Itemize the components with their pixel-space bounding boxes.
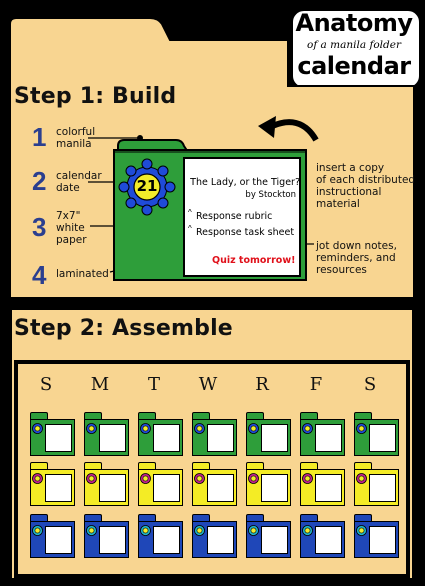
flower-icon — [140, 525, 151, 536]
mini-folder — [30, 462, 76, 506]
part-label-2: calendar date — [56, 170, 102, 194]
part-label-4: laminated — [56, 268, 109, 280]
day-header: M — [90, 374, 110, 395]
mini-folder — [192, 462, 238, 506]
flower-icon — [140, 473, 151, 484]
flower-icon — [248, 473, 259, 484]
mini-folder — [84, 514, 130, 558]
mini-folder — [246, 412, 292, 456]
title-line3: calendar — [297, 52, 411, 80]
part-number-1: 1 — [32, 122, 47, 152]
flower-icon — [302, 525, 313, 536]
flower-icon — [86, 423, 97, 434]
mini-folder — [84, 462, 130, 506]
flower-icon — [356, 423, 367, 434]
mini-folder — [354, 412, 400, 456]
part-number-2: 2 — [32, 166, 47, 196]
mini-folder — [192, 514, 238, 558]
flower-icon — [248, 423, 259, 434]
title-line1: Anatomy — [295, 9, 413, 37]
paper-item-2: Response task sheet — [196, 227, 295, 238]
mini-folder — [246, 462, 292, 506]
flower-icon — [140, 423, 151, 434]
flower-icon — [302, 473, 313, 484]
day-header: F — [309, 374, 323, 395]
flower-icon — [32, 473, 43, 484]
mini-folder — [192, 412, 238, 456]
flower-icon — [32, 423, 43, 434]
flower-icon — [356, 525, 367, 536]
flower-icon — [32, 525, 43, 536]
step2-heading: Step 2: Assemble — [14, 316, 233, 341]
mini-folder — [138, 412, 184, 456]
mini-folder — [246, 514, 292, 558]
paper-item-1: Response rubric — [196, 211, 273, 222]
flower-icon — [356, 473, 367, 484]
part-number-4: 4 — [32, 260, 47, 290]
mini-folder — [138, 462, 184, 506]
step1-heading: Step 1: Build — [14, 84, 177, 109]
day-header: R — [255, 374, 269, 395]
day-header: W — [198, 374, 218, 395]
annotation-insert: insert a copy of each distributed instru… — [316, 162, 416, 210]
mini-folder — [84, 412, 130, 456]
annotation-jot: jot down notes, reminders, and resources — [316, 240, 397, 276]
mini-folder — [300, 514, 346, 558]
day-header: S — [363, 374, 377, 395]
flower-icon — [194, 473, 205, 484]
quiz-note: Quiz tomorrow! — [212, 255, 296, 266]
flower-icon — [118, 158, 176, 216]
mini-folder — [30, 514, 76, 558]
mini-folder — [138, 514, 184, 558]
part-number-3: 3 — [32, 212, 47, 242]
day-header: T — [147, 374, 160, 395]
flower-icon — [86, 525, 97, 536]
mini-folder — [354, 514, 400, 558]
mini-folder — [30, 412, 76, 456]
bullet-2: ^ — [188, 224, 192, 233]
title-banner — [290, 8, 422, 90]
flower-icon — [302, 423, 313, 434]
title-line2: of a manila folder — [307, 39, 401, 51]
mini-folder — [354, 462, 400, 506]
flower-icon — [194, 423, 205, 434]
bullet-1: ^ — [188, 208, 192, 217]
flower-icon — [248, 525, 259, 536]
story-author: by Stockton — [245, 190, 296, 200]
day-header: S — [39, 374, 53, 395]
folder-illustration — [114, 140, 306, 280]
flower-icon — [86, 473, 97, 484]
story-title: The Lady, or the Tiger? — [190, 177, 300, 188]
part-label-3: 7x7" white paper — [56, 210, 87, 246]
flower-icon — [194, 525, 205, 536]
calendar-date: 21 — [136, 177, 158, 195]
part-label-1: colorful manila — [56, 126, 96, 150]
mini-folder — [300, 412, 346, 456]
mini-folder — [300, 462, 346, 506]
